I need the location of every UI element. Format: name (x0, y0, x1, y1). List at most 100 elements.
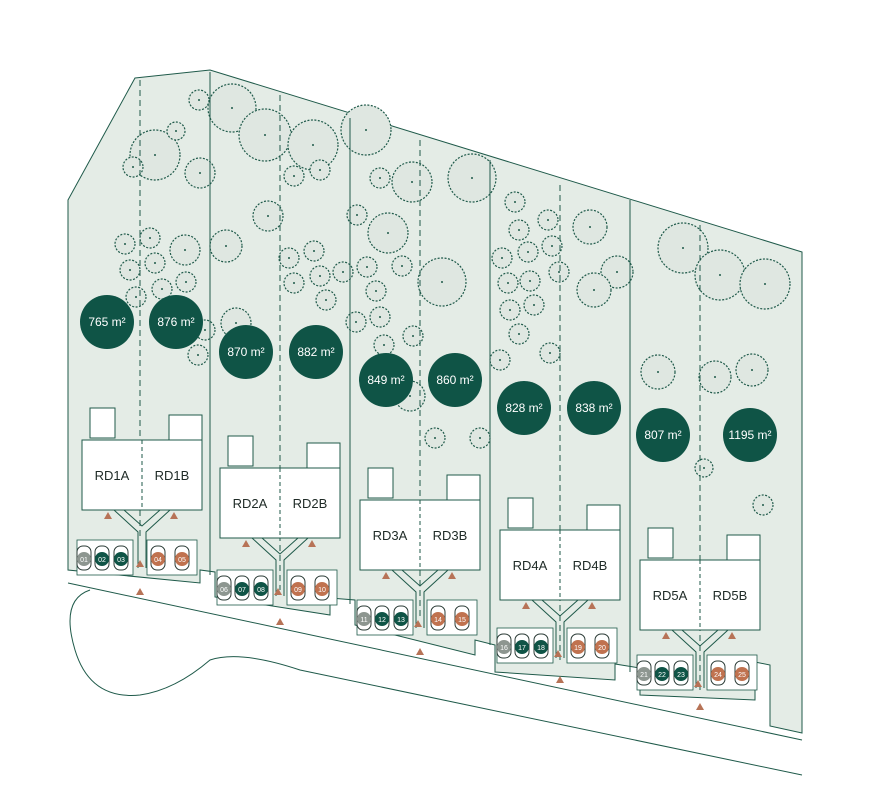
parking-spot[interactable]: 14 (430, 605, 446, 631)
parking-spot[interactable]: 22 (654, 660, 670, 686)
driveway (391, 569, 449, 628)
road-edge-upper (67, 582, 803, 741)
area-label: 765 m² (88, 315, 125, 329)
area-label: 807 m² (644, 428, 681, 442)
entrance-marker-icon (588, 602, 596, 609)
spot-status-dot (151, 552, 165, 566)
spot-number: 13 (397, 617, 405, 624)
parking-spot[interactable]: 13 (393, 605, 409, 631)
access-marker-icon (276, 618, 284, 625)
area-label: 1195 m² (728, 428, 771, 442)
parking-spot[interactable]: 25 (734, 660, 750, 686)
car-outline-icon (253, 575, 269, 601)
tree-trunk (288, 257, 290, 259)
tree-icon (548, 261, 570, 283)
house-label: RD2B (293, 496, 328, 511)
tree-trunk (124, 243, 126, 245)
car-outline-icon (314, 575, 330, 601)
area-badge-circle (723, 408, 777, 462)
parking-spot[interactable]: 16 (496, 633, 512, 659)
tree-trunk (293, 175, 295, 177)
tree-icon (402, 325, 424, 347)
parking-spot[interactable]: 21 (636, 660, 652, 686)
tree-icon (640, 354, 676, 390)
area-label: 828 m² (505, 401, 542, 415)
tree-icon (600, 255, 634, 289)
area-label: 882 m² (297, 345, 334, 359)
parking-spot[interactable]: 12 (374, 605, 390, 631)
tree-icon (517, 241, 539, 263)
tree-icon (508, 323, 530, 345)
tree-icon (657, 222, 709, 274)
spot-number: 06 (220, 587, 228, 594)
parking-spot[interactable]: 24 (710, 660, 726, 686)
car-outline-icon (454, 605, 470, 631)
access-marker-icon (416, 648, 424, 655)
tree-icon (504, 191, 526, 213)
spot-number: 09 (294, 587, 302, 594)
tree-icon (537, 209, 559, 231)
house-annex-a (227, 435, 254, 467)
parking-spot[interactable]: 15 (454, 605, 470, 631)
parking-spot[interactable]: 09 (290, 575, 306, 601)
driveway (251, 537, 309, 596)
parking-spot[interactable]: 06 (216, 575, 232, 601)
parking-spot[interactable]: 11 (356, 605, 372, 631)
tree-icon (447, 153, 497, 203)
spot-status-dot (431, 612, 445, 626)
spot-status-dot (735, 667, 749, 681)
tree-icon (309, 159, 331, 181)
tree-icon (752, 494, 774, 516)
parking-spot[interactable]: 01 (76, 545, 92, 571)
spot-number: 08 (257, 587, 265, 594)
house-label: RD5B (713, 588, 748, 603)
spot-status-dot (455, 612, 469, 626)
tree-trunk (387, 232, 389, 234)
tree-icon (209, 229, 243, 263)
spot-number: 25 (738, 672, 746, 679)
area-badge: 765 m² (80, 295, 134, 349)
tree-trunk (235, 322, 237, 324)
tree-trunk (175, 130, 177, 132)
parking-spot[interactable]: 08 (253, 575, 269, 601)
parking-spot[interactable]: 19 (570, 633, 586, 659)
tree-trunk (411, 181, 413, 183)
area-label: 838 m² (575, 401, 612, 415)
tree-icon (367, 212, 409, 254)
car-outline-icon (734, 660, 750, 686)
parking-spot[interactable]: 05 (174, 545, 190, 571)
house-annex-b (446, 474, 481, 501)
tree-icon (283, 165, 305, 187)
spot-number: 10 (318, 587, 326, 594)
tree-icon (541, 235, 563, 257)
area-badge: 849 m² (359, 353, 413, 407)
spot-status-dot (254, 582, 268, 596)
tree-icon (340, 104, 392, 156)
area-badge-circle (80, 295, 134, 349)
parking-spot[interactable]: 07 (234, 575, 250, 601)
parking-spot[interactable]: 23 (673, 660, 689, 686)
parking-spot[interactable]: 10 (314, 575, 330, 601)
house-label: RD3A (373, 528, 408, 543)
tree-icon (519, 270, 541, 292)
tree-icon (491, 247, 513, 269)
entrance-marker-icon (662, 632, 670, 639)
tree-trunk (198, 99, 200, 101)
parking-spot[interactable]: 04 (150, 545, 166, 571)
tree-trunk (319, 169, 321, 171)
parking-spot[interactable]: 03 (113, 545, 129, 571)
parking-spot[interactable]: 20 (594, 633, 610, 659)
parking-spot[interactable]: 18 (533, 633, 549, 659)
spot-status-dot (534, 640, 548, 654)
tree-trunk (197, 354, 199, 356)
entrance-marker-icon (522, 602, 530, 609)
parking-spot[interactable]: 17 (514, 633, 530, 659)
tree-trunk (375, 290, 377, 292)
tree-icon (497, 272, 519, 294)
parking-spot[interactable]: 02 (94, 545, 110, 571)
entrance-marker-icon (308, 540, 316, 547)
tree-trunk (657, 371, 659, 373)
